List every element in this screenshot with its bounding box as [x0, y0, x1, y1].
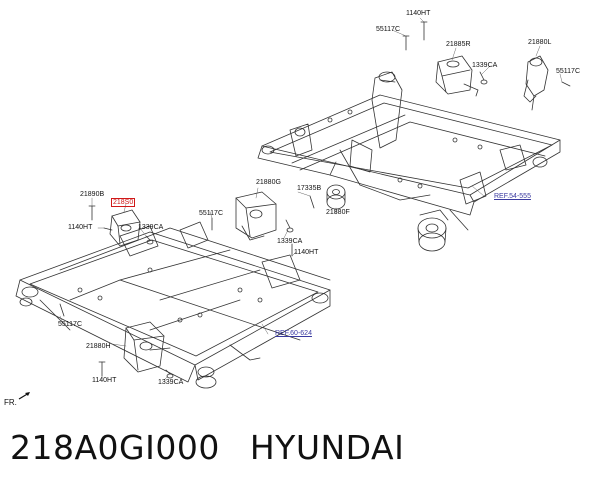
label-218s0-highlighted[interactable]: 218S0 — [111, 198, 136, 207]
ref-54-555-link[interactable]: REF.54-555 — [494, 193, 531, 200]
part-number: 218A0GI000 — [10, 428, 220, 467]
label-1339ca-bot[interactable]: 1339CA — [158, 379, 184, 386]
mount-21880l — [523, 55, 549, 111]
bushing-21880f — [326, 184, 346, 210]
label-55117c-left[interactable]: 55117C — [58, 321, 83, 328]
label-55117c-mid[interactable]: 55117C — [199, 210, 224, 217]
label-55117c-top[interactable]: 55117C — [376, 26, 401, 33]
label-55117c-tr[interactable]: 55117C — [556, 68, 581, 75]
front-direction-label: FR. — [4, 398, 17, 407]
front-direction-arrow-icon — [18, 392, 30, 400]
label-1140ht-left[interactable]: 1140HT — [68, 224, 93, 231]
label-1339ca-left[interactable]: 1339CA — [138, 224, 164, 231]
label-1140ht-bot[interactable]: 1140HT — [92, 377, 117, 384]
label-21880l[interactable]: 21880L — [528, 39, 552, 46]
brand-name: HYUNDAI — [249, 428, 405, 467]
ref-60-624-link[interactable]: REF.60-624 — [275, 330, 312, 337]
leader-lines — [59, 17, 563, 381]
label-1140ht-mid[interactable]: 1140HT — [294, 249, 319, 256]
label-1339ca-mid[interactable]: 1339CA — [277, 238, 303, 245]
label-21880f[interactable]: 21880F — [326, 209, 350, 216]
part-caption: 218A0GI000 HYUNDAI — [10, 428, 404, 467]
label-21890b[interactable]: 21890B — [80, 191, 105, 198]
front-subframe — [15, 221, 331, 389]
label-21885r[interactable]: 21885R — [446, 41, 471, 48]
rear-subframe — [257, 71, 561, 252]
label-17335b[interactable]: 17335B — [297, 185, 322, 192]
mount-21880g — [235, 191, 277, 241]
label-21880h[interactable]: 21880H — [86, 343, 111, 350]
mount-21880h — [123, 321, 171, 373]
label-1140ht-top[interactable]: 1140HT — [406, 10, 431, 17]
mount-218s0 — [109, 209, 141, 247]
label-1339ca-tr[interactable]: 1339CA — [472, 62, 498, 69]
label-21880g[interactable]: 21880G — [256, 179, 281, 186]
mount-21885r — [435, 55, 479, 97]
